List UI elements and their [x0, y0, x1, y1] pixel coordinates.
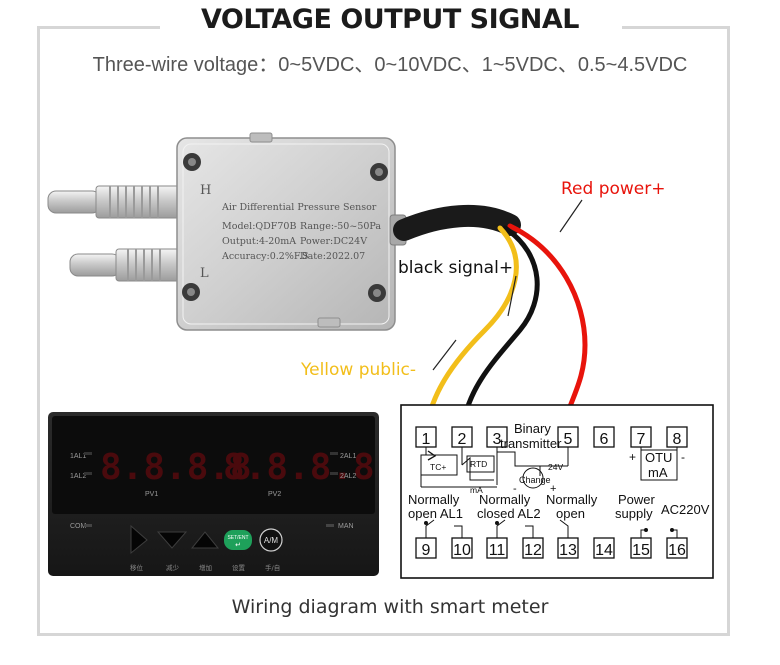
set-ent-button[interactable]: SET/ENT ↵: [224, 530, 252, 550]
black-wire-label: black signal+: [398, 258, 514, 278]
group-power-1: Power: [618, 492, 656, 507]
group-nc-al2-1: Normally: [479, 492, 531, 507]
frame-right: [727, 26, 730, 636]
group-no-1: Normally: [546, 492, 598, 507]
svg-text:减少: 减少: [166, 563, 180, 572]
svg-text:-: -: [513, 483, 517, 495]
group-ac220v: AC220V: [661, 502, 710, 517]
pointer-red: [559, 199, 583, 233]
pv2-display: 8.8.8.8: [223, 447, 375, 488]
al2-indicator: 1AL2: [70, 473, 86, 480]
sensor-accuracy: Accuracy:0.2%F.S: [221, 251, 309, 262]
port-low: [69, 248, 183, 282]
svg-text:+: +: [629, 450, 636, 464]
otu-label: OTU: [645, 450, 672, 465]
group-nc-al2-2: closed AL2: [477, 506, 541, 521]
shift-button-icon[interactable]: [130, 524, 148, 555]
pointer-black: [507, 275, 517, 317]
port-high: [47, 185, 183, 219]
terminal-11: 11: [489, 542, 506, 559]
set-ent-label: SET/ENT: [227, 535, 248, 541]
svg-text:+: +: [550, 483, 556, 495]
up-button-icon[interactable]: [190, 531, 220, 549]
group-power-2: supply: [615, 506, 653, 521]
page-title: VOLTAGE OUTPUT SIGNAL: [200, 4, 580, 35]
sensor-date: Date:2022.07: [300, 251, 365, 262]
sensor-name: Air Differential Pressure Sensor: [221, 202, 377, 213]
terminal-14: 14: [595, 542, 613, 559]
terminal-8: 8: [673, 431, 682, 448]
pressure-sensor: H L Air Differential Pressure Sensor Mod…: [47, 132, 407, 331]
binary-label-1: Binary: [514, 421, 551, 436]
terminal-3: 3: [493, 431, 502, 448]
terminal-2: 2: [458, 431, 467, 448]
group-no-2: open: [556, 506, 585, 521]
cable: [393, 199, 588, 430]
terminal-16: 16: [668, 542, 686, 559]
svg-text:↵: ↵: [235, 542, 241, 549]
terminal-10: 10: [453, 542, 471, 559]
frame-top-right: [622, 26, 730, 29]
v24-label: 24V: [548, 462, 563, 472]
svg-text:手/自: 手/自: [265, 563, 280, 572]
com-label: COM: [70, 523, 87, 530]
yellow-wire-label: Yellow public-: [301, 360, 417, 380]
frame-top-left: [37, 26, 160, 29]
otu-ma-label: mA: [648, 465, 668, 480]
group-no-al1-1: Normally: [408, 492, 460, 507]
al3-indicator: 2AL1: [340, 453, 356, 460]
terminal-6: 6: [600, 431, 609, 448]
pointer-yellow: [432, 339, 457, 371]
input-wiring: [420, 447, 569, 488]
terminal-12: 12: [524, 542, 542, 559]
wire-red: [507, 223, 588, 430]
terminal-1: 1: [422, 431, 431, 448]
svg-text:设置: 设置: [232, 563, 246, 572]
ma-input-label: mA: [470, 485, 483, 495]
group-no-al1-2: open AL1: [408, 506, 463, 521]
port-low-label: L: [200, 266, 209, 281]
sensor-output: Output:4-20mA: [222, 236, 296, 247]
rtd-label: RTD: [470, 459, 487, 469]
terminal-15: 15: [632, 542, 650, 559]
page-subtitle: Three-wire voltage：0~5VDC、0~10VDC、1~5VDC…: [92, 54, 688, 76]
down-button-icon[interactable]: [156, 531, 188, 549]
red-wire-label: Red power+: [561, 179, 666, 199]
terminal-5: 5: [564, 431, 573, 448]
terminal-diagram: 1 2 3 5 6 7 8 9 10 11 12 13 14 15 1: [400, 404, 714, 579]
sensor-model: Model:QDF70B: [222, 221, 296, 232]
smart-meter: 8.8.8.8 8.8.8.8 1AL1 1AL2 2AL1 2AL2 PV1 …: [48, 412, 379, 576]
relay-wiring: [424, 519, 678, 538]
tc-label: TC+: [430, 462, 446, 472]
am-button[interactable]: A/M: [259, 528, 283, 552]
al1-indicator: 1AL1: [70, 453, 86, 460]
pv2-label: PV2: [268, 491, 281, 498]
terminal-9: 9: [422, 542, 431, 559]
am-label: A/M: [264, 536, 279, 545]
pv1-display: 8.8.8.8: [100, 447, 252, 488]
change-label: Change: [519, 475, 551, 485]
man-label: MAN: [338, 523, 354, 530]
frame-bottom: [37, 633, 730, 636]
svg-text:移位: 移位: [130, 563, 144, 572]
sensor-range: Range:-50~50Pa: [300, 221, 381, 232]
binary-label-2: transmitter: [500, 436, 562, 451]
screw-icon: [182, 153, 388, 302]
terminal-7: 7: [637, 431, 646, 448]
sensor-power: Power:DC24V: [300, 236, 367, 247]
svg-text:增加: 增加: [199, 563, 212, 572]
diagram-caption: Wiring diagram with smart meter: [231, 596, 549, 618]
wire-black: [460, 225, 540, 428]
terminal-13: 13: [559, 542, 577, 559]
meter-key-labels: 移位 减少 增加 设置 手/自: [130, 563, 280, 572]
al4-indicator: 2AL2: [340, 473, 356, 480]
wire-yellow: [424, 225, 519, 429]
port-high-label: H: [200, 183, 211, 198]
svg-text:-: -: [681, 450, 685, 464]
frame-left: [37, 26, 40, 636]
pv1-label: PV1: [145, 491, 158, 498]
